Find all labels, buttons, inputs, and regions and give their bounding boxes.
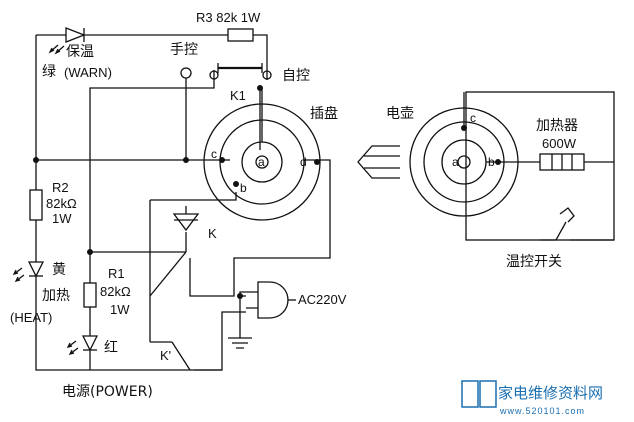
relay-contact-left (209, 70, 219, 80)
watermark-url: www.520101.com (499, 406, 585, 416)
r2-power: 1W (52, 211, 72, 226)
plug-terminal-d: d (300, 155, 307, 169)
ac-plug-icon (239, 281, 296, 319)
kettle-terminal-a: a (452, 155, 459, 169)
warn-label-cn: 保温 (66, 44, 94, 60)
thermostat-label: 温控开关 (506, 254, 562, 270)
relay-contact-right (262, 70, 272, 80)
book-logo-icon (461, 380, 497, 408)
warn-label-en: (WARN) (64, 65, 112, 80)
plug-terminal-b: b (240, 181, 247, 195)
junction (33, 157, 39, 163)
power-label: 电源(POWER) (62, 384, 153, 400)
plug-terminal-c: c (211, 147, 217, 161)
plug-board (203, 88, 331, 221)
led-warn-icon (48, 27, 86, 55)
auto-control-label: 自控 (282, 68, 310, 84)
switch-k2-label: K' (160, 348, 171, 363)
junction (237, 293, 243, 299)
heater-label: 加热器 (536, 118, 578, 134)
switch-k-label: K (208, 226, 217, 241)
relay-k1-label: K1 (230, 88, 246, 103)
junction (183, 157, 189, 163)
r2-value: 82kΩ (46, 196, 77, 211)
watermark-text: 家电维修资料网 (498, 384, 603, 402)
kettle-terminal-c: c (470, 111, 476, 125)
junction (87, 249, 93, 255)
r2-label: R2 (52, 180, 69, 195)
heat-label-cn: 加热 (42, 288, 70, 304)
r3-label: R3 82k 1W (196, 10, 261, 25)
heater-power-label: 600W (542, 136, 577, 151)
watermark: 家电维修资料网 www.520101.com (461, 380, 603, 416)
manual-terminal (180, 67, 192, 79)
neon-lamp-icon (172, 206, 200, 232)
led-power-icon (66, 335, 99, 355)
resistor-r3 (227, 28, 254, 42)
kettle-circuit (409, 91, 615, 241)
led-heat-icon (12, 261, 45, 282)
plug-board-label: 插盘 (310, 105, 338, 122)
resistor-r1 (83, 282, 97, 308)
r1-power: 1W (110, 302, 130, 317)
wires-left (35, 34, 331, 371)
heat-label-en: (HEAT) (10, 310, 52, 325)
kettle-label: 电壶 (386, 106, 414, 122)
r1-value: 82kΩ (100, 284, 131, 299)
r1-label: R1 (108, 266, 125, 281)
resistor-r2 (29, 189, 43, 221)
junction (257, 85, 263, 91)
heat-color-label: 黄 (52, 261, 66, 278)
kettle-terminal-b: b (488, 155, 495, 169)
ac-voltage-label: AC220V (298, 292, 347, 307)
warn-color-label: 绿 (42, 64, 56, 80)
manual-control-label: 手控 (170, 42, 198, 58)
plug-terminal-a: a (258, 155, 265, 169)
connect-arrow-icon (357, 145, 400, 179)
power-color-label: 红 (104, 340, 118, 356)
